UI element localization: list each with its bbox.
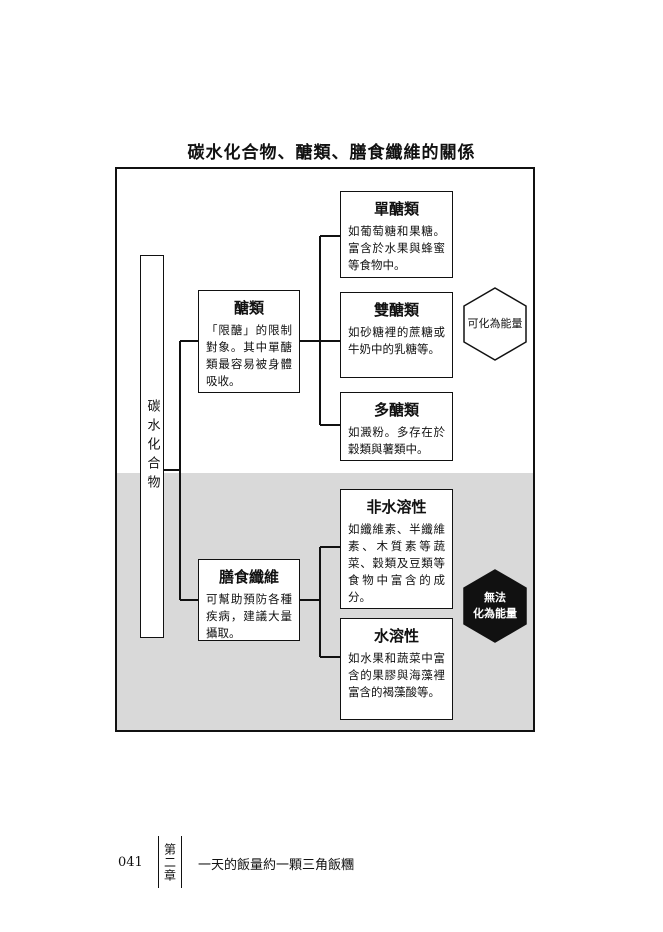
soluble-fiber-title: 水溶性 [373, 627, 419, 645]
insoluble-fiber-box: 非水溶性 如纖維素、半纖維素、木質素等蔬菜、穀類及豆類等食物中富含的成分。 [340, 489, 453, 609]
polysaccharide-title: 多醣類 [373, 401, 419, 419]
polysaccharide-box: 多醣類 如澱粉。多存在於穀類與薯類中。 [340, 392, 453, 461]
monosaccharide-desc: 如葡萄糖和果糖。富含於水果與蜂蜜等食物中。 [348, 224, 445, 272]
disaccharide-desc: 如砂糖裡的蔗糖或牛奶中的乳糖等。 [348, 325, 445, 356]
disaccharide-box: 雙醣類 如砂糖裡的蔗糖或牛奶中的乳糖等。 [340, 292, 453, 378]
soluble-fiber-box: 水溶性 如水果和蔬菜中富含的果膠與海藻裡富含的褐藻酸等。 [340, 618, 453, 720]
energy-yes-hexagon: 可化為能量 [463, 287, 527, 361]
fiber-title: 膳食纖維 [218, 568, 279, 586]
hexagon-filled-icon [463, 569, 527, 643]
carbohydrate-box: 碳水化合物 [140, 255, 164, 638]
chapter-title: 一天的飯量約一顆三角飯糰 [198, 858, 355, 873]
insoluble-fiber-title: 非水溶性 [366, 498, 427, 516]
energy-no-hexagon: 無法 化為能量 [463, 569, 527, 643]
chapter-marker: 第二章 [158, 836, 182, 888]
monosaccharide-title: 單醣類 [373, 200, 419, 218]
fiber-box: 膳食纖維 可幫助預防各種疾病，建議大量攝取。 [198, 559, 300, 641]
chapter-label: 第二章 [162, 842, 177, 882]
diagram-title: 碳水化合物、醣類、膳食纖維的關係 [187, 143, 476, 163]
hexagon-outline-icon [463, 287, 527, 361]
insoluble-fiber-desc: 如纖維素、半纖維素、木質素等蔬菜、穀類及豆類等食物中富含的成分。 [348, 522, 445, 604]
soluble-fiber-desc: 如水果和蔬菜中富含的果膠與海藻裡富含的褐藻酸等。 [348, 651, 445, 699]
polysaccharide-desc: 如澱粉。多存在於穀類與薯類中。 [348, 425, 445, 456]
fiber-desc: 可幫助預防各種疾病，建議大量攝取。 [206, 592, 292, 640]
energy-no-label: 無法 化為能量 [473, 591, 517, 620]
monosaccharide-box: 單醣類 如葡萄糖和果糖。富含於水果與蜂蜜等食物中。 [340, 191, 453, 278]
sugars-box: 醣類 「限醣」的限制對象。其中單醣類最容易被身體吸收。 [198, 290, 300, 393]
sugars-desc: 「限醣」的限制對象。其中單醣類最容易被身體吸收。 [206, 323, 292, 388]
energy-yes-label: 可化為能量 [467, 317, 523, 330]
disaccharide-title: 雙醣類 [373, 301, 419, 319]
page-number: 041 [118, 855, 143, 870]
carbohydrate-label: 碳水化合物 [144, 399, 160, 494]
sugars-title: 醣類 [233, 299, 264, 317]
